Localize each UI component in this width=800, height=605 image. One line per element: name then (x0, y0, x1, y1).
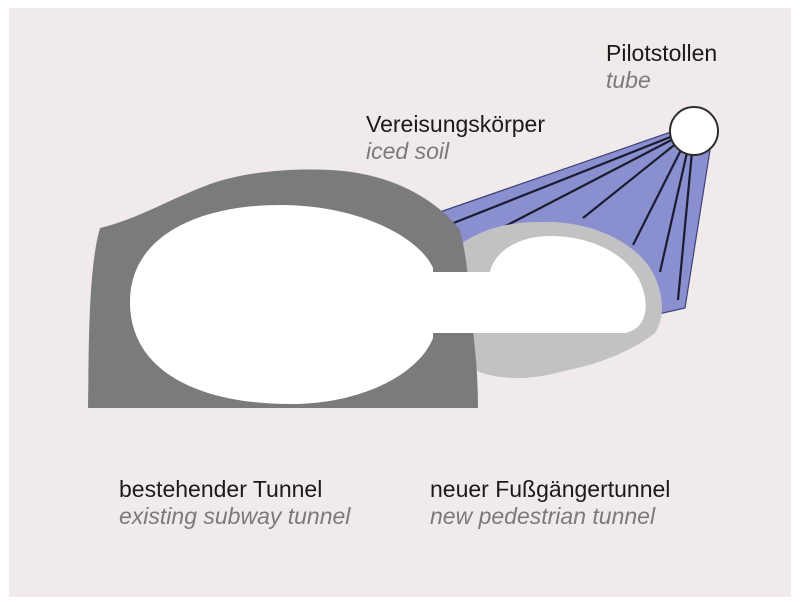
freeze-pipe (445, 130, 684, 228)
label-existing-tunnel: bestehender Tunnel existing subway tunne… (119, 476, 350, 530)
freeze-pipe (632, 141, 686, 246)
label-pilot-tube: Pilotstollen tube (606, 40, 717, 94)
freeze-pipe (582, 137, 684, 219)
new-tunnel-cavity (420, 236, 646, 333)
freeze-pipe (493, 133, 684, 233)
label-existing-tunnel-en: existing subway tunnel (119, 503, 351, 529)
label-new-tunnel: neuer Fußgängertunnel new pedestrian tun… (430, 476, 670, 530)
label-iced-soil-en: iced soil (366, 138, 450, 164)
label-iced-soil: Vereisungskörper iced soil (366, 111, 545, 165)
label-new-tunnel-de: neuer Fußgängertunnel (430, 476, 671, 502)
pilot-tube (669, 106, 719, 156)
label-iced-soil-de: Vereisungskörper (366, 111, 545, 137)
freeze-pipe (658, 147, 690, 273)
label-pilot-tube-en: tube (606, 67, 651, 93)
freeze-pipe (676, 151, 694, 301)
existing-tunnel-cavity (130, 205, 433, 404)
label-new-tunnel-en: new pedestrian tunnel (430, 503, 656, 529)
label-existing-tunnel-de: bestehender Tunnel (119, 476, 323, 502)
freeze-pipes (445, 130, 694, 301)
label-pilot-tube-de: Pilotstollen (606, 40, 718, 66)
